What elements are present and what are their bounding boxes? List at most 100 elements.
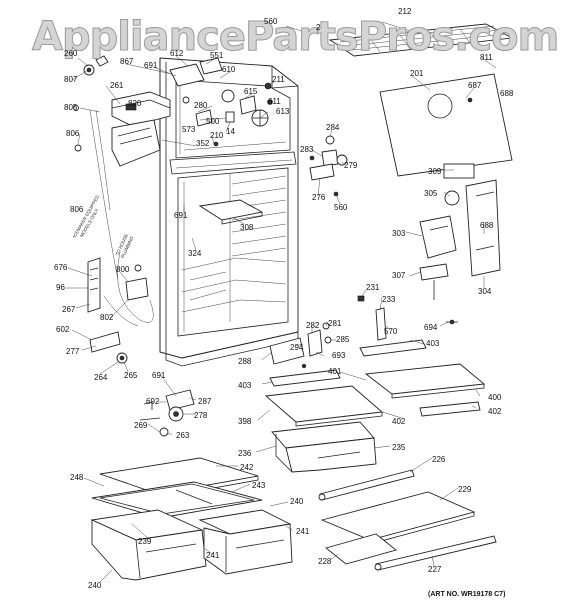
callout-278: 278 [194, 411, 208, 420]
evaporator-shelf-wire [328, 23, 514, 57]
callout-227: 227 [428, 565, 442, 574]
callout-691-mid: 691 [174, 211, 188, 220]
callout-400: 400 [488, 393, 502, 402]
watermark-text: AppliancePartsPros.com [32, 14, 558, 60]
bottom-shelf-frame [325, 533, 497, 571]
callout-276: 276 [312, 193, 326, 202]
callout-239: 239 [138, 537, 152, 546]
callouts: 212 560 2 811 201 687 688 260 867 612 69… [54, 7, 514, 590]
note-icemaker: ICEMAKER EQUIPPED MODELS ONLY [72, 194, 101, 239]
callout-811: 811 [480, 53, 493, 62]
callout-688-top: 688 [500, 89, 514, 98]
callout-260: 260 [64, 49, 78, 58]
water-valve-assembly [87, 251, 154, 327]
callout-570: 570 [384, 327, 398, 336]
crisper-drawer [271, 421, 377, 473]
callout-398: 398 [238, 417, 252, 426]
deli-rail [318, 469, 415, 501]
crisper-pan-right [198, 509, 293, 575]
crisper-cover-frame [91, 481, 263, 519]
art-number: (ART NO. WR19178 C7) [428, 591, 505, 598]
temperature-control [309, 135, 348, 197]
callout-211: 211 [272, 75, 285, 84]
callout-294: 294 [290, 343, 304, 352]
callout-352: 352 [196, 139, 210, 148]
callout-282: 282 [306, 321, 320, 330]
callout-807: 807 [64, 75, 78, 84]
callout-285: 285 [336, 335, 350, 344]
callout-212: 212 [398, 7, 412, 16]
hinge-hardware [89, 331, 195, 437]
callout-324: 324 [188, 249, 202, 258]
callout-2: 2 [316, 23, 321, 32]
callout-303: 303 [392, 229, 406, 238]
callout-229: 229 [458, 485, 472, 494]
callout-676: 676 [54, 263, 68, 272]
callout-241-right: 241 [296, 527, 310, 536]
callout-402-mid: 402 [392, 417, 406, 426]
callout-304: 304 [478, 287, 492, 296]
callout-288: 288 [238, 357, 252, 366]
callout-403-left: 403 [238, 381, 252, 390]
callout-612: 612 [170, 49, 184, 58]
callout-800: 800 [116, 265, 130, 274]
callout-242: 242 [240, 463, 254, 472]
callout-551: 551 [210, 51, 224, 60]
callout-284: 284 [326, 123, 340, 132]
callout-279: 279 [344, 161, 358, 170]
callout-611: 611 [268, 97, 281, 106]
callout-613: 613 [276, 107, 290, 116]
callout-280: 280 [194, 101, 208, 110]
callout-233: 233 [382, 295, 396, 304]
callout-401: 401 [328, 367, 342, 376]
callout-305: 305 [424, 189, 438, 198]
callout-235: 235 [392, 443, 406, 452]
glass-shelf-middle [264, 369, 384, 427]
callout-226: 226 [432, 455, 446, 464]
glass-shelf-upper [359, 339, 486, 417]
bottom-glass-shelf [320, 491, 476, 545]
callout-243: 243 [252, 481, 266, 490]
callout-403-right: 403 [426, 339, 440, 348]
callout-231: 231 [366, 283, 380, 292]
callout-210: 210 [210, 131, 224, 140]
callout-269: 269 [134, 421, 148, 430]
callout-14: 14 [226, 127, 235, 136]
callout-806-top: 806 [66, 129, 80, 138]
callout-560-top: 560 [264, 17, 278, 26]
callout-241-mid: 241 [206, 551, 220, 560]
callout-500: 500 [206, 117, 220, 126]
freezer-shelf-part [198, 199, 264, 225]
callout-307: 307 [392, 271, 406, 280]
callout-402-right: 402 [488, 407, 502, 416]
callout-240-right: 240 [290, 497, 304, 506]
callout-308: 308 [240, 223, 254, 232]
callout-688-mid: 688 [480, 221, 494, 230]
callout-263: 263 [176, 431, 190, 440]
callout-806-left: 806 [70, 205, 84, 214]
callout-691-top: 691 [144, 61, 158, 70]
callout-820: 820 [128, 99, 142, 108]
callout-802: 802 [100, 313, 114, 322]
callout-281: 281 [328, 319, 342, 328]
callout-692: 692 [146, 397, 160, 406]
small-hardware [269, 295, 458, 369]
callout-265: 265 [124, 371, 138, 380]
evaporator-cover [379, 73, 513, 179]
callout-694: 694 [424, 323, 438, 332]
callout-261: 261 [110, 81, 124, 90]
callout-236: 236 [238, 449, 252, 458]
callout-805: 805 [64, 103, 78, 112]
callout-264: 264 [94, 373, 108, 382]
callout-201: 201 [410, 69, 424, 78]
callout-693: 693 [332, 351, 346, 360]
callout-615: 615 [244, 87, 258, 96]
note-house-plumbing: TO HOUSE PLUMBING [115, 233, 135, 259]
callout-309: 309 [428, 167, 442, 176]
callout-687: 687 [468, 81, 482, 90]
callout-267: 267 [62, 305, 76, 314]
callout-240-left: 240 [88, 581, 102, 590]
callout-277: 277 [66, 347, 80, 356]
callout-691-bottom: 691 [152, 371, 166, 380]
